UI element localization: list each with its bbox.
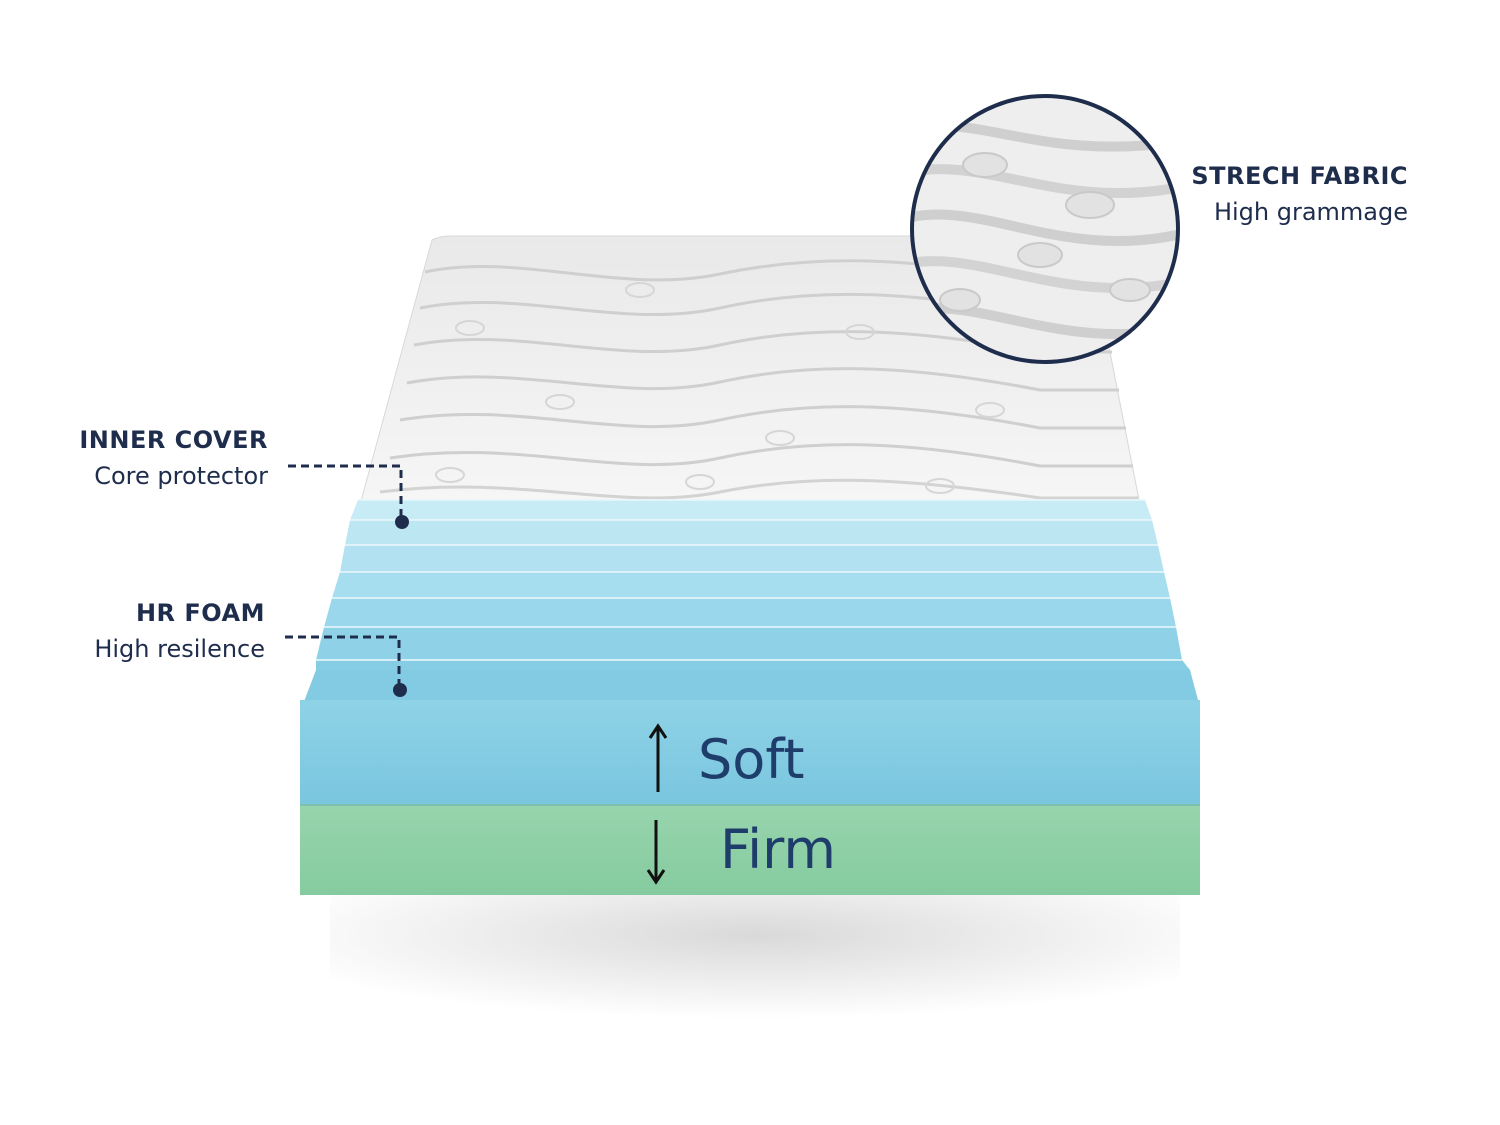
firm-level-label: Firm <box>720 818 836 881</box>
inner-cover-title: INNER COVER <box>79 426 268 454</box>
inner-cover-subtitle: Core protector <box>94 462 268 490</box>
soft-foam-block <box>300 700 1200 805</box>
foam-layers <box>300 499 1200 895</box>
floor-shadow <box>330 893 1180 1033</box>
inner-cover-label: INNER COVER Core protector <box>79 426 268 490</box>
inner-cover-leader <box>288 464 409 529</box>
hr-foam-title: HR FOAM <box>135 599 265 627</box>
hr-foam-subtitle: High resilence <box>94 635 265 663</box>
stretch-fabric-label: STRECH FABRIC High grammage <box>1191 162 1408 226</box>
arrow-up-icon <box>648 723 668 792</box>
stretch-fabric-title: STRECH FABRIC <box>1191 162 1408 190</box>
stretch-fabric-subtitle: High grammage <box>1213 198 1408 226</box>
hr-foam-leader <box>285 635 407 697</box>
firm-foam-block <box>300 805 1200 895</box>
leader-dot-icon <box>395 515 409 529</box>
arrow-down-icon <box>646 820 666 885</box>
fabric-zoom-circle <box>910 94 1180 364</box>
hr-foam-label: HR FOAM High resilence <box>94 599 265 663</box>
soft-level-label: Soft <box>698 728 805 791</box>
leader-dot-icon <box>393 683 407 697</box>
